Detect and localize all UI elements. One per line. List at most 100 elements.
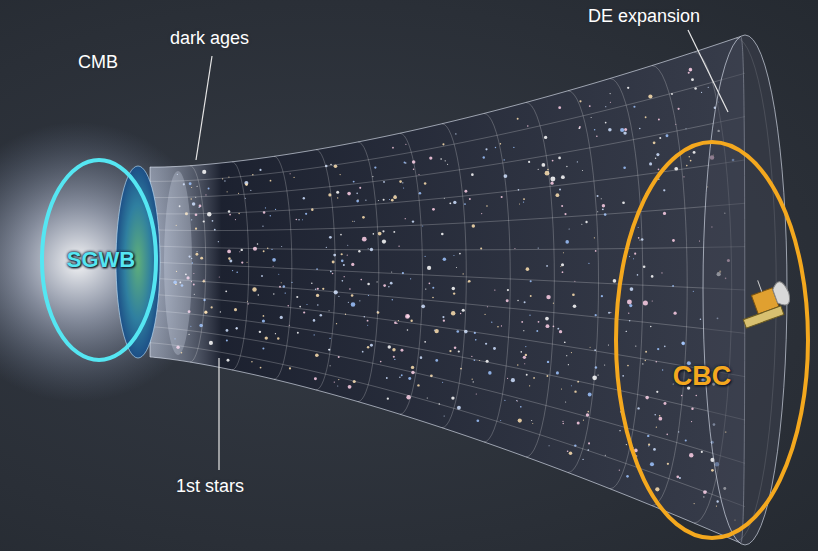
- epoch-label: 1st stars: [176, 476, 244, 497]
- galaxy-dot: [623, 131, 626, 134]
- galaxy-dot: [422, 226, 423, 227]
- galaxy-dot: [579, 126, 581, 128]
- galaxy-dot: [344, 276, 345, 277]
- galaxy-dot: [689, 68, 693, 72]
- galaxy-dot: [601, 198, 602, 199]
- galaxy-dot: [619, 430, 620, 431]
- galaxy-dot: [234, 308, 237, 311]
- galaxy-dot: [442, 143, 444, 145]
- galaxy-dot: [517, 300, 518, 301]
- galaxy-dot: [349, 288, 351, 290]
- galaxy-dot: [610, 93, 611, 94]
- galaxy-dot: [347, 192, 351, 196]
- galaxy-dot: [408, 377, 411, 380]
- galaxy-dot: [330, 365, 331, 366]
- galaxy-dot: [190, 326, 191, 327]
- galaxy-dot: [622, 201, 625, 204]
- galaxy-dot: [486, 205, 488, 207]
- galaxy-dot: [193, 273, 194, 274]
- galaxy-dot: [429, 282, 431, 284]
- galaxy-dot: [411, 366, 414, 369]
- galaxy-dot: [667, 463, 669, 465]
- galaxy-dot: [337, 197, 338, 198]
- galaxy-dot: [519, 204, 520, 205]
- galaxy-dot: [550, 177, 555, 182]
- galaxy-dot: [399, 377, 401, 379]
- galaxy-dot: [328, 349, 329, 350]
- galaxy-dot: [317, 288, 319, 290]
- galaxy-dot: [263, 250, 265, 252]
- galaxy-dot: [574, 390, 576, 392]
- galaxy-dot: [280, 316, 283, 319]
- galaxy-dot: [252, 287, 256, 291]
- galaxy-dot: [429, 156, 432, 159]
- galaxy-dot: [691, 78, 694, 81]
- galaxy-dot: [497, 326, 499, 328]
- galaxy-dot: [563, 423, 564, 424]
- galaxy-dot: [419, 192, 422, 195]
- galaxy-dot: [493, 347, 496, 350]
- galaxy-dot: [561, 175, 565, 179]
- galaxy-dot: [637, 274, 639, 276]
- galaxy-dot: [506, 299, 509, 302]
- galaxy-dot: [405, 144, 406, 145]
- galaxy-dot: [476, 419, 479, 422]
- galaxy-dot: [594, 237, 595, 238]
- galaxy-dot: [417, 384, 419, 386]
- galaxy-dot: [460, 313, 461, 314]
- galaxy-dot: [212, 220, 214, 222]
- galaxy-dot: [556, 193, 560, 197]
- galaxy-dot: [507, 289, 509, 291]
- galaxy-dot: [480, 247, 482, 249]
- galaxy-dot: [311, 282, 312, 283]
- galaxy-dot: [526, 267, 530, 271]
- galaxy-dot: [287, 305, 288, 306]
- galaxy-dot: [639, 239, 640, 240]
- galaxy-dot: [659, 415, 661, 417]
- galaxy-dot: [262, 319, 265, 322]
- galaxy-dot: [491, 321, 492, 322]
- galaxy-dot: [329, 236, 332, 239]
- galaxy-dot: [649, 162, 652, 165]
- galaxy-dot: [626, 331, 627, 332]
- galaxy-dot: [527, 125, 528, 126]
- galaxy-dot: [561, 388, 562, 389]
- galaxy-dot: [263, 315, 265, 317]
- galaxy-dot: [424, 182, 427, 185]
- galaxy-dot: [650, 326, 651, 327]
- galaxy-dot: [281, 246, 282, 247]
- galaxy-dot: [622, 375, 624, 377]
- grid-line: [150, 343, 745, 507]
- galaxy-dot: [197, 186, 198, 187]
- galaxy-dot: [373, 233, 375, 235]
- universe-funnel: [150, 37, 745, 543]
- region-ellipse: CBC: [614, 140, 810, 540]
- galaxy-dot: [526, 374, 528, 376]
- grid-line: [150, 246, 745, 250]
- galaxy-dot: [475, 339, 477, 341]
- galaxy-dot: [313, 319, 316, 322]
- galaxy-dot: [262, 347, 264, 349]
- galaxy-dot: [638, 237, 640, 239]
- galaxy-dot: [314, 377, 317, 380]
- galaxy-dot: [655, 157, 656, 158]
- galaxy-dot: [693, 291, 694, 292]
- galaxy-dot: [567, 450, 569, 452]
- galaxy-dot: [413, 168, 415, 170]
- galaxy-dot: [619, 470, 620, 471]
- galaxy-dot: [218, 241, 219, 242]
- galaxy-dot: [485, 343, 487, 345]
- galaxy-dot: [432, 287, 434, 289]
- galaxy-dot: [241, 249, 243, 251]
- galaxy-dot: [377, 281, 378, 282]
- galaxy-dot: [556, 371, 559, 374]
- galaxy-dot: [236, 327, 238, 329]
- galaxy-dot: [513, 147, 514, 148]
- galaxy-dot: [546, 265, 548, 267]
- galaxy-dot: [188, 334, 189, 335]
- grid-line: [150, 310, 745, 420]
- galaxy-dot: [561, 205, 563, 207]
- galaxy-dot: [226, 339, 228, 341]
- grid-line: [150, 262, 745, 290]
